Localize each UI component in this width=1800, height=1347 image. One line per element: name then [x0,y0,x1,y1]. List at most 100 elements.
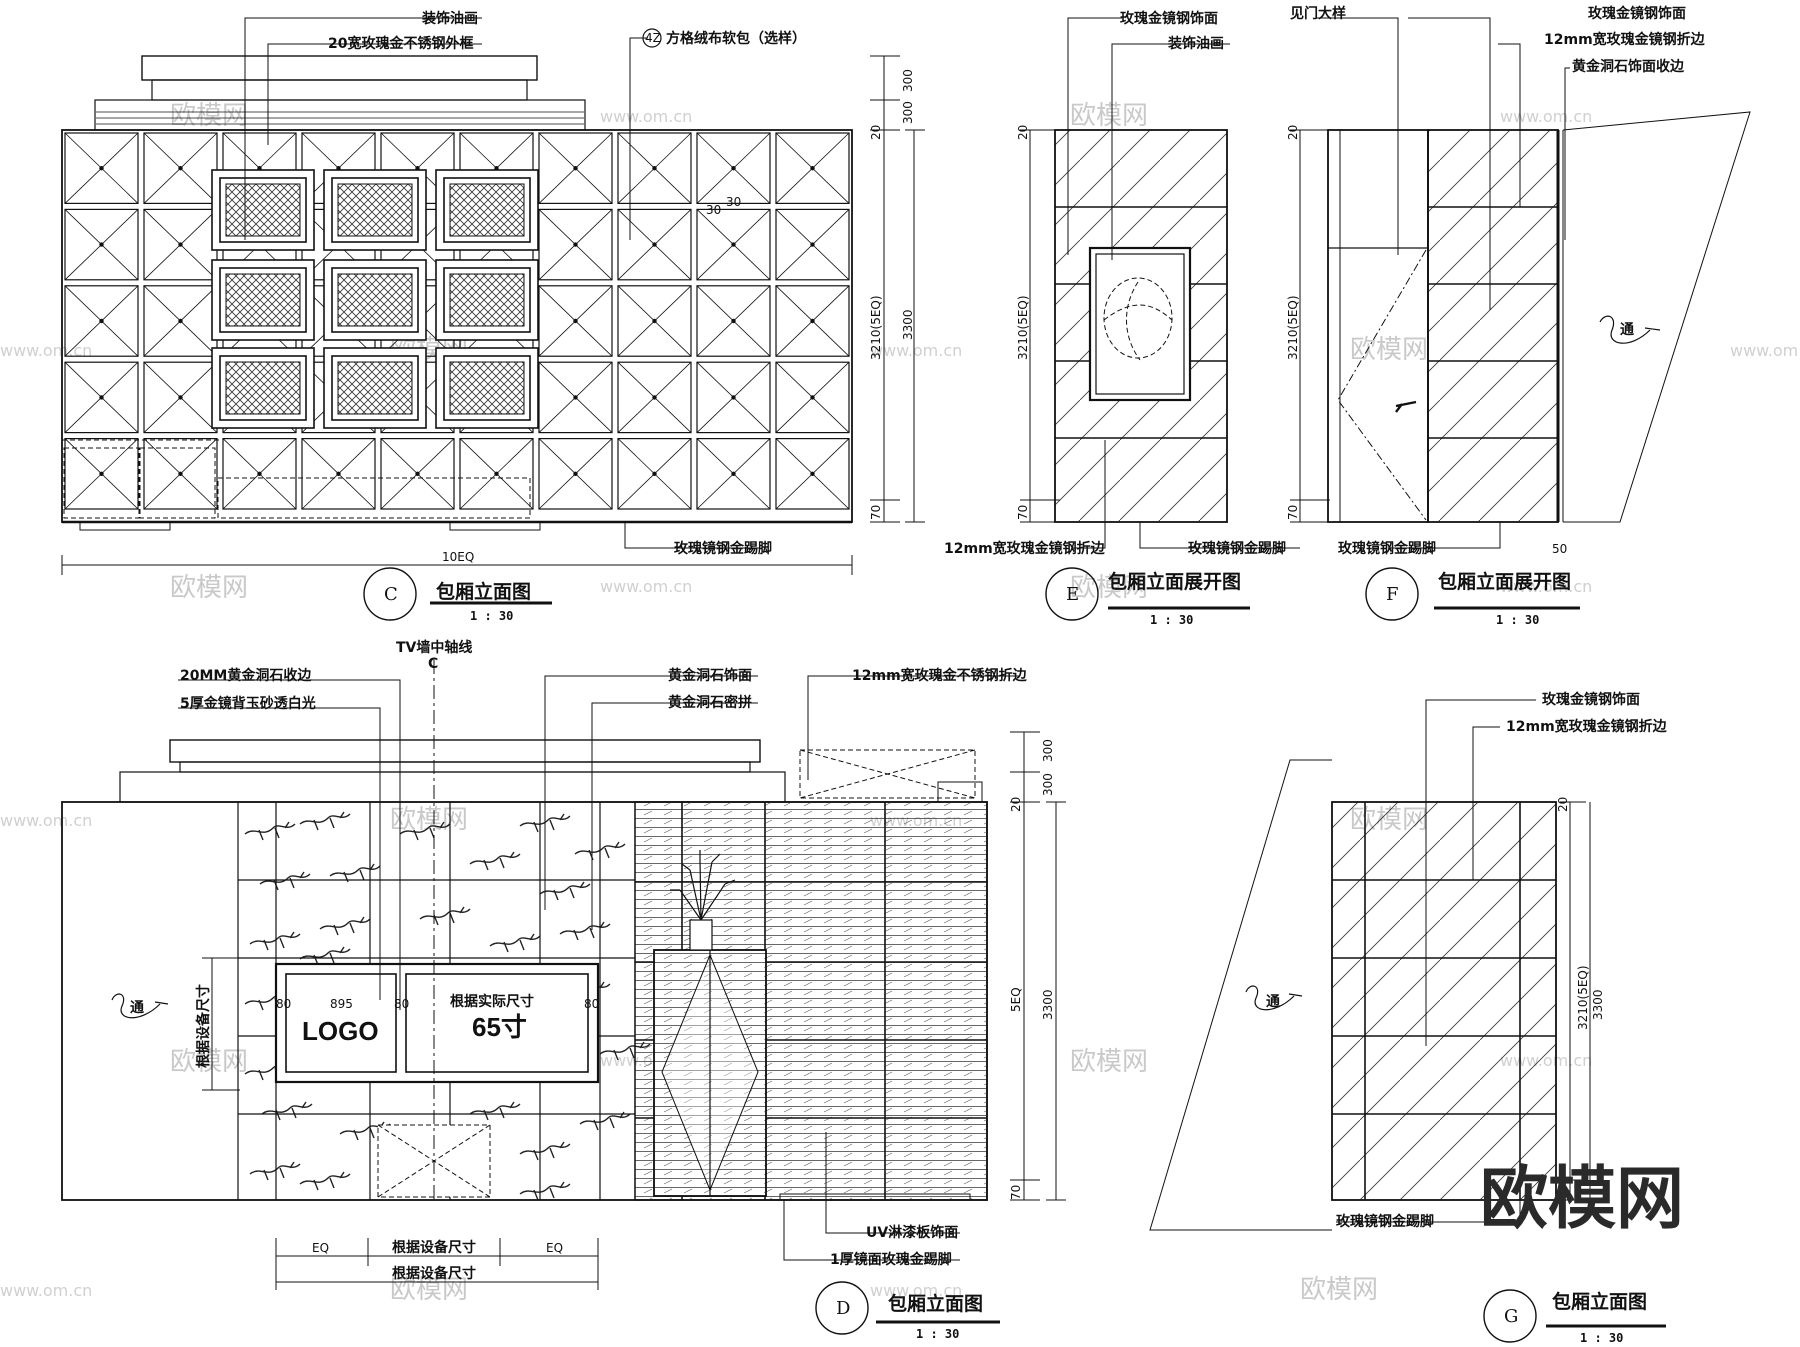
tile-button [99,318,104,324]
frame-inner [219,177,307,243]
soft-pack-tile [696,361,771,434]
tile-button [99,242,104,247]
marble-vein [299,1171,351,1191]
crown-moulding [179,761,751,773]
painting-inner [1095,253,1185,395]
watermark-url: www.om.cn [870,341,962,360]
corridor-line [1149,759,1332,1231]
frame-inner [443,177,531,243]
dim-80: 80 [584,997,599,1011]
frame-fabric [449,183,525,237]
panel-c-text: 装饰油画 20宽玫瑰金不锈钢外框 4Z 方格绒布软包（选样） 玫瑰镜钢金踢脚 3… [328,10,915,623]
soft-pack-tile [617,438,692,510]
watermark-brand: 欧模网 [170,573,248,603]
label-fold-edge: 12mm宽玫瑰金镜钢折边 [1544,31,1706,48]
label-decor-paint: 装饰油画 [421,10,478,27]
ceiling-vents [96,111,584,125]
tile-button [652,395,657,400]
dimension-right [1560,801,1591,1201]
frame-fabric [225,361,301,415]
dim-eq: EQ [546,1241,563,1255]
crown-moulding [169,739,761,763]
label-tv-axis: TV墙中轴线 [396,639,472,656]
pass-arrow [1245,985,1303,1011]
panel-tag: C [384,584,398,605]
panel-e [1020,17,1300,621]
panel-tag: F [1386,584,1399,605]
mirror-joints [1428,206,1558,439]
tile-button [731,318,736,324]
soft-pack-tile [64,208,139,281]
watermark-url: www.om.cn [1730,341,1800,360]
tile-button [810,395,815,400]
label-skirting: 玫瑰镜钢金踢脚 [1338,540,1436,557]
watermark-url: www.om.cn [0,811,92,830]
frame-inner [219,355,307,421]
soft-pack-tile [222,438,297,510]
door [1327,129,1429,523]
label-soft-pack: 方格绒布软包（选样） [666,30,806,47]
dim-30: 30 [726,195,741,209]
tile-button [810,165,815,171]
label-skirting: 玫瑰镜钢金踢脚 [1336,1213,1434,1230]
watermark-brand: 欧模网 [390,805,468,835]
soft-pack-tile [775,285,850,357]
dimension-right [870,55,925,523]
axis-mark: C [428,656,438,672]
dimension-bottom [275,1238,599,1290]
tile-button [99,165,104,171]
corridor-line [1562,111,1751,523]
dimension-right [1010,731,1066,1201]
watermark-url: www.om.cn [0,341,92,360]
soft-pack-tile [617,361,692,434]
door-handle [1395,400,1417,413]
dim-10eq: 10EQ [442,550,474,564]
soft-pack-tile [64,285,139,357]
tile-button [652,318,657,324]
dim-30: 30 [706,203,721,217]
leaders [1067,17,1300,549]
crown-moulding [151,79,528,101]
cabinet-dashed [62,439,531,519]
logo-text: LOGO [302,1016,379,1046]
dim-3210: 3210(5EQ) [1286,295,1300,360]
watermark-url: www.om.cn [870,1281,962,1300]
soft-pack-tile [538,438,613,510]
tile-button [652,471,657,476]
label-rose-mirror: 玫瑰金镜钢饰面 [1120,10,1218,27]
ceiling-box [119,771,786,803]
tile-button [257,471,262,476]
label-decor-paint: 装饰油画 [1167,35,1224,52]
tile-button [652,165,657,171]
tag-circle [642,28,662,48]
panel-title: 包厢立面展开图 [1438,570,1571,593]
mirror-wall [1427,129,1559,523]
ceiling-box [94,99,586,131]
label-actual-size: 根据实际尺寸 [450,993,534,1010]
panel-tag: E [1066,584,1079,605]
label-uv-board: UV淋漆板饰面 [866,1224,958,1241]
panel-tag-circle [1483,1289,1537,1343]
frame-fabric [449,361,525,415]
label-equip-size-total: 根据设备尺寸 [392,1265,476,1282]
frame-inner [331,177,419,243]
panel-d-text: TV墙中轴线 C 20MM黄金洞石收边 5厚金镜背玉砂透白光 黄金洞石饰面 黄金… [130,639,1055,1341]
logo-panel [285,973,397,1073]
soft-pack-tile [143,438,218,510]
frame-inner [331,355,419,421]
soft-pack-tile [64,132,139,205]
marble-vein [299,811,351,831]
dim-80: 80 [276,997,291,1011]
dimension-left [1290,129,1330,523]
marble-vein [469,851,521,871]
dim-300: 300 [1041,739,1055,762]
frame-inner [219,267,307,333]
label-fold-edge: 12mm宽玫瑰金镜钢折边 [944,540,1106,557]
panel-f-text: 见门大样 玫瑰金镜钢饰面 12mm宽玫瑰金镜钢折边 黄金洞石饰面收边 玫瑰镜钢金… [1286,5,1706,627]
frame-inner [443,267,531,333]
marble-vein [419,906,471,926]
dim-eq: EQ [312,1241,329,1255]
dim-3300: 3300 [1591,989,1605,1020]
marble-vein [579,1111,631,1131]
